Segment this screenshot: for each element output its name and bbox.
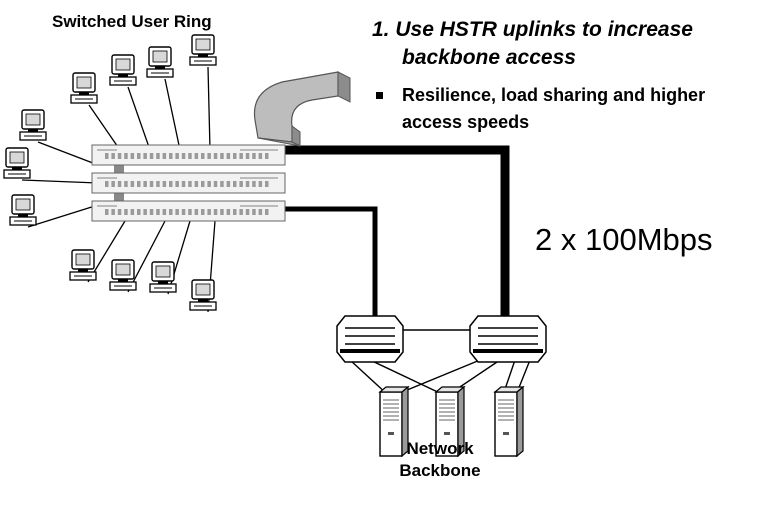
pc-group (3, 34, 217, 311)
link-speed-label: 2 x 100Mbps (535, 222, 713, 257)
backbone-label-line-2: Backbone (399, 461, 481, 480)
ring-title: Switched User Ring (52, 12, 212, 31)
pc-icon (19, 109, 47, 141)
pc-icon (3, 147, 31, 179)
pc-icon (109, 259, 137, 291)
pc-icon (149, 261, 177, 293)
server-group (378, 385, 525, 458)
pc-icon (69, 249, 97, 281)
pc-icon (9, 194, 37, 226)
backbone-label-line-1: Network (406, 439, 474, 458)
backbone-label: Network Backbone (395, 438, 485, 482)
bullet-marker (376, 92, 383, 99)
server-icon (378, 385, 410, 458)
slide-heading: 1. Use HSTR uplinks to increase backbone… (372, 16, 769, 72)
pc-icon (109, 54, 137, 86)
bullet-text: Resilience, load sharing and higher acce… (402, 85, 706, 132)
heading-line-2: backbone access (402, 46, 576, 69)
hub-unit (91, 144, 286, 166)
pc-icon (189, 34, 217, 66)
pc-icon (70, 72, 98, 104)
server-icon (493, 385, 525, 458)
hub-unit (91, 172, 286, 194)
uplink-main (285, 145, 510, 322)
pc-icon (146, 46, 174, 78)
curved-arrow-icon (253, 71, 351, 147)
heading-line-1: 1. Use HSTR uplinks to increase (372, 18, 693, 41)
hub-stack-icon (91, 144, 286, 222)
uplinks (285, 145, 510, 322)
switch-icon (469, 315, 547, 363)
server-icon (434, 385, 466, 458)
switch-icon (336, 315, 404, 363)
uplink-secondary (285, 206, 378, 318)
hub-unit (91, 200, 286, 222)
pc-icon (189, 279, 217, 311)
